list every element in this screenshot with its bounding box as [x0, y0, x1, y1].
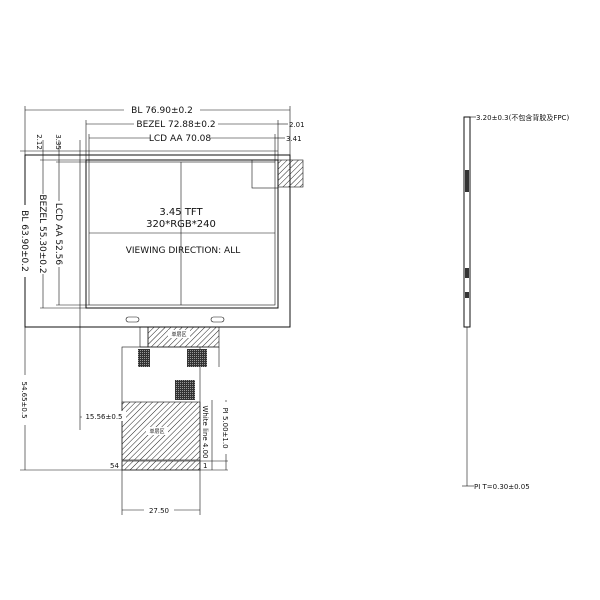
pi-thickness-label: PI T=0.30±0.05	[474, 483, 530, 491]
pin-54-label: 54	[110, 462, 119, 470]
corner-hatch	[277, 159, 304, 188]
bl-width-label: BL 76.90±0.2	[131, 106, 193, 116]
top-offset-bezel: 2.12	[35, 134, 43, 150]
corner-box	[251, 159, 279, 189]
slot-left	[125, 316, 140, 323]
right-offset-aa: 3.41	[286, 135, 302, 143]
component-pad	[187, 349, 207, 367]
right-offset-bezel: 2.01	[289, 121, 305, 129]
fpc-contact-strip	[121, 460, 201, 471]
aa-height-label: LCD AA 52.56	[53, 203, 63, 266]
bl-height-label: BL 63.90±0.2	[19, 210, 29, 272]
top-offset-aa: 3.35	[54, 134, 62, 150]
resolution: 320*RGB*240	[146, 219, 216, 230]
slot-right	[210, 316, 225, 323]
bezel-outline	[85, 159, 279, 309]
fpc-width-label: 27.50	[149, 507, 169, 515]
panel-size: 3.45 TFT	[159, 207, 203, 218]
active-area	[88, 161, 276, 306]
pin-1-label: 1	[203, 462, 207, 470]
fpc-offset-label: 15.56±0.5	[85, 413, 122, 421]
total-height-label: 54.65±0.5	[20, 381, 28, 418]
fpc-neck	[139, 326, 149, 348]
thickness-label: 3.20±0.3(不包含背胶及FPC)	[476, 113, 569, 122]
single-layer-main-label: 单层区	[149, 428, 164, 435]
viewing-direction: VIEWING DIRECTION: ALL	[126, 246, 240, 256]
component-pad	[175, 380, 195, 400]
component-pad	[138, 349, 150, 367]
single-layer-top-label: 单层区	[171, 331, 186, 338]
aa-width-label: LCD AA 70.08	[149, 134, 212, 144]
bezel-width-label: BEZEL 72.88±0.2	[136, 120, 215, 130]
white-line-label: White line 4.00	[201, 405, 209, 458]
backlight-outline	[24, 154, 291, 328]
bezel-height-label: BEZEL 55.30±0.2	[37, 194, 47, 273]
pi-length-label: PI 5.00±1.0	[221, 407, 229, 448]
